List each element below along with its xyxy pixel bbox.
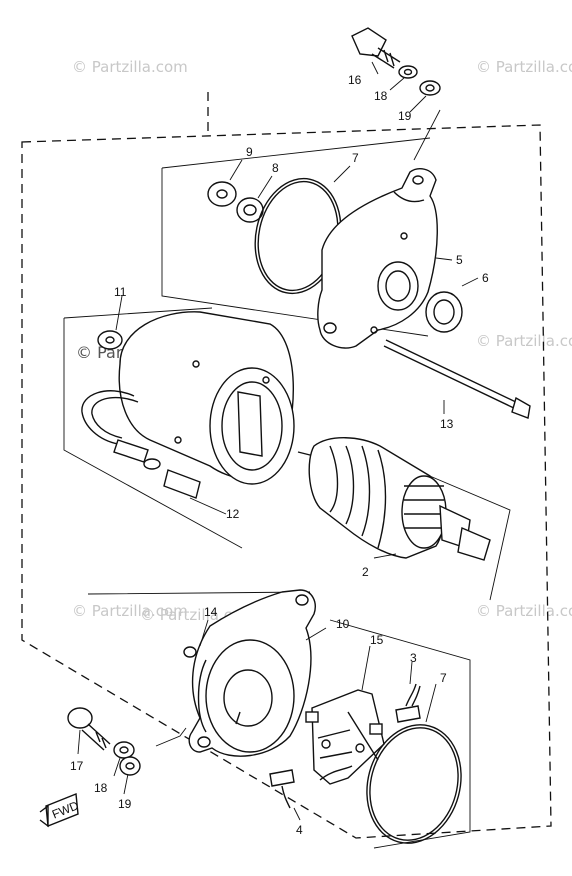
callout-4: 4 (296, 823, 303, 837)
callout-15: 15 (370, 633, 384, 647)
callout-6: 6 (482, 271, 489, 285)
washer-19-top (419, 80, 441, 96)
brush-3 (395, 683, 421, 723)
assembly-boundary (21, 92, 552, 839)
callout-12: 12 (226, 507, 240, 521)
callout-2: 2 (362, 565, 369, 579)
callout-14: 14 (204, 605, 218, 619)
washer-9 (207, 181, 237, 207)
brush-4 (269, 769, 295, 809)
watermark: © Partzilla.com (72, 602, 188, 620)
callout-19-top: 19 (398, 109, 412, 123)
callout-19-bottom: 19 (118, 797, 132, 811)
callout-17: 17 (70, 759, 84, 773)
watermark: © Partzilla.com (476, 602, 572, 620)
callout-11: 11 (114, 285, 127, 299)
leader-lines (77, 61, 479, 821)
bolt-16 (351, 27, 401, 69)
armature-2 (297, 437, 491, 561)
callout-7-bottom: 7 (440, 671, 447, 685)
callout-7-top: 7 (352, 151, 359, 165)
watermark: © Partzilla.com (476, 332, 572, 350)
rear-cover-10 (188, 589, 316, 757)
callout-16: 16 (348, 73, 362, 87)
fwd-badge: FWD (39, 793, 81, 828)
callout-labels: 16 18 19 9 8 7 5 6 11 13 12 2 14 10 15 3… (70, 73, 489, 837)
callout-9: 9 (246, 145, 253, 159)
brush-holder-15 (305, 689, 385, 785)
callout-3: 3 (410, 651, 417, 665)
oil-seal-6 (425, 291, 463, 333)
lead-wire-12 (81, 390, 201, 499)
watermark: © Partzilla.com (72, 58, 188, 76)
callout-18-bottom: 18 (94, 781, 108, 795)
o-ring-7-bottom (366, 724, 462, 844)
callout-10: 10 (336, 617, 350, 631)
callout-5: 5 (456, 253, 463, 267)
through-bolt-13 (383, 339, 531, 419)
callout-13: 13 (440, 417, 454, 431)
washer-11 (97, 330, 123, 350)
watermark: © Partzilla.com (476, 58, 572, 76)
callout-8: 8 (272, 161, 279, 175)
yoke-housing (118, 311, 295, 485)
front-cover-5 (317, 168, 438, 349)
washer-19-bottom (119, 756, 141, 776)
washer-18-top (398, 65, 418, 79)
washer-8 (236, 197, 264, 223)
bolt-17 (67, 707, 111, 751)
washer-18-bottom (113, 741, 135, 759)
callout-18-top: 18 (374, 89, 388, 103)
